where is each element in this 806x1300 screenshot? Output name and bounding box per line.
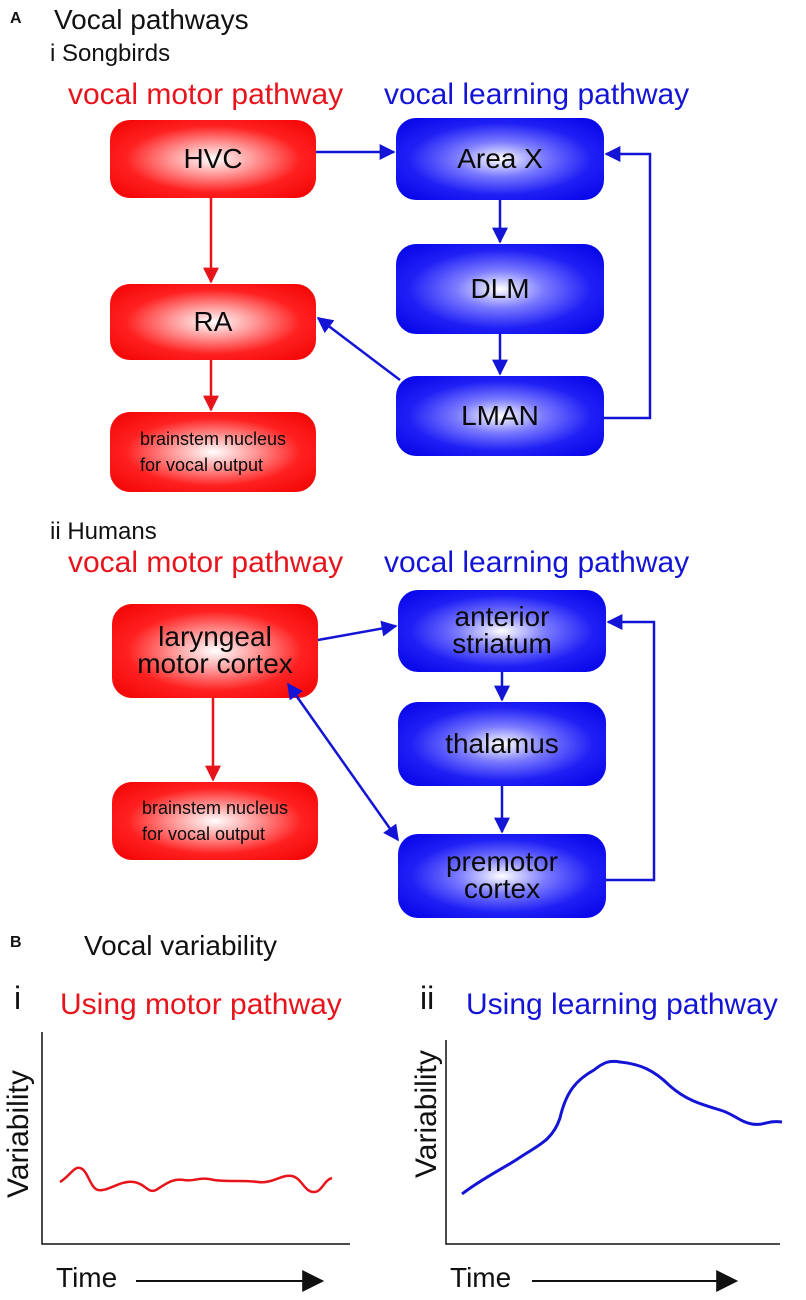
anterior-striatum-node: anterior striatum bbox=[398, 590, 606, 672]
humans-learning-heading: vocal learning pathway bbox=[384, 546, 690, 579]
lmc-line-1: laryngeal bbox=[158, 621, 272, 653]
brainstem-line-1: brainstem nucleus bbox=[139, 428, 287, 449]
striatum-line-1: anterior bbox=[454, 601, 550, 633]
lmc-line-2: motor cortex bbox=[137, 648, 293, 679]
brainstem-h-line-1: brainstem nucleus bbox=[141, 797, 289, 818]
panel-a-letter: A bbox=[10, 10, 22, 27]
left-plot-roman: i bbox=[14, 980, 22, 1016]
arrow-lmc-to-striatum bbox=[317, 620, 398, 642]
dlm-label: DLM bbox=[470, 273, 530, 304]
premotor-line-1: premotor bbox=[445, 846, 559, 878]
panel-b-letter: B bbox=[10, 934, 22, 951]
right-plot-roman: ii bbox=[420, 980, 435, 1016]
humans-label: ii Humans bbox=[50, 518, 157, 545]
arrow-lman-to-areax-loop bbox=[604, 146, 652, 420]
learning-variability-curve bbox=[461, 1059, 783, 1196]
premotor-cortex-node: premotor cortex bbox=[398, 834, 606, 918]
left-plot-axes bbox=[41, 1032, 350, 1245]
striatum-line-2: striatum bbox=[452, 628, 552, 659]
thalamus-label: thalamus bbox=[445, 728, 559, 759]
premotor-line-2: cortex bbox=[463, 873, 541, 904]
arrow-lman-to-ra bbox=[316, 317, 401, 381]
motor-variability-curve bbox=[59, 1166, 333, 1194]
right-plot-title: Using learning pathway bbox=[466, 988, 778, 1021]
laryngeal-motor-cortex-node: laryngeal motor cortex bbox=[112, 604, 318, 698]
hvc-label: HVC bbox=[183, 143, 243, 174]
ra-node: RA bbox=[110, 284, 316, 360]
left-plot-title: Using motor pathway bbox=[60, 988, 342, 1021]
songbirds-learning-heading: vocal learning pathway bbox=[384, 78, 690, 111]
songbirds-motor-heading: vocal motor pathway bbox=[68, 78, 344, 111]
area-x-node: Area X bbox=[396, 118, 604, 200]
arrow-premotor-to-striatum-loop bbox=[606, 614, 656, 882]
right-plot-xlabel: Time bbox=[450, 1262, 512, 1293]
brainstem-nucleus-node-songbird: brainstem nucleus for vocal output bbox=[110, 412, 316, 492]
area-x-label: Area X bbox=[457, 143, 543, 174]
brainstem-h-line-2: for vocal output bbox=[141, 824, 266, 844]
right-plot-axes bbox=[445, 1040, 780, 1245]
lman-node: LMAN bbox=[396, 376, 604, 456]
songbirds-label: i Songbirds bbox=[50, 40, 171, 67]
panel-a-title: Vocal pathways bbox=[54, 4, 249, 35]
brainstem-nucleus-node-human: brainstem nucleus for vocal output bbox=[112, 782, 318, 860]
dlm-node: DLM bbox=[396, 244, 604, 334]
humans-motor-heading: vocal motor pathway bbox=[68, 546, 344, 579]
hvc-node: HVC bbox=[110, 120, 316, 198]
arrow-premotor-lmc-bidirectional bbox=[286, 682, 400, 842]
left-plot-xlabel: Time bbox=[56, 1262, 118, 1293]
lman-label: LMAN bbox=[461, 400, 539, 431]
thalamus-node: thalamus bbox=[398, 702, 606, 786]
brainstem-line-2: for vocal output bbox=[139, 455, 264, 475]
ra-label: RA bbox=[193, 306, 233, 337]
panel-b-title: Vocal variability bbox=[84, 930, 277, 961]
